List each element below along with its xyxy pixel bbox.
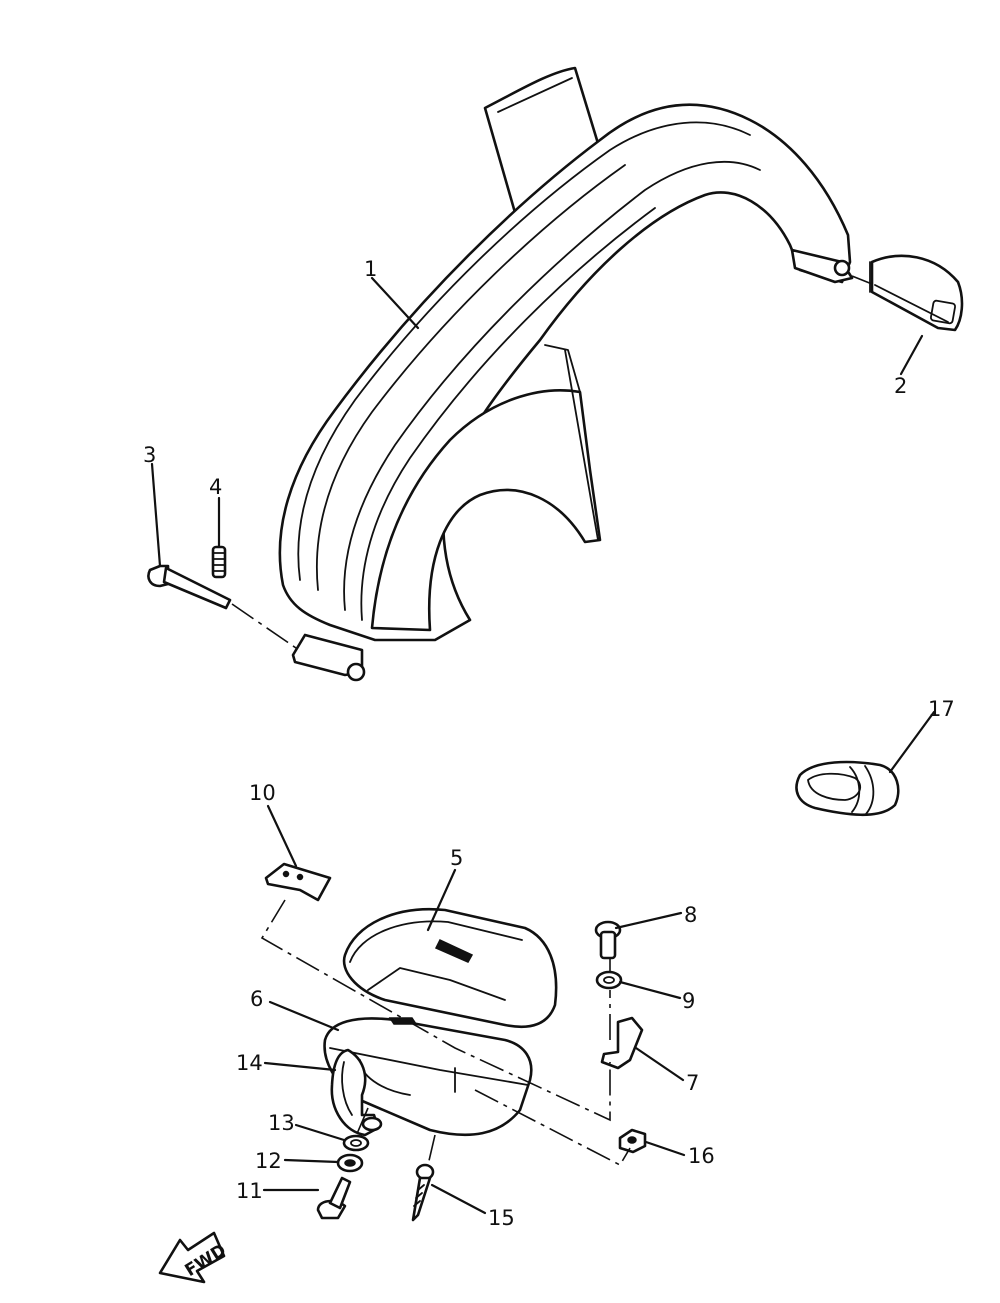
callout-13: 13 <box>268 1111 295 1135</box>
callout-1: 1 <box>364 257 377 281</box>
lock-washer-12 <box>336 1153 364 1173</box>
cover-side-panel <box>370 389 602 632</box>
rear-clip <box>869 254 964 332</box>
callout-14: 14 <box>236 1051 263 1075</box>
nut-16 <box>618 1128 647 1154</box>
callout-2: 2 <box>894 374 907 398</box>
forward-direction-arrow: FWD <box>158 1231 230 1284</box>
callout-7: 7 <box>686 1071 699 1095</box>
callout-4: 4 <box>209 475 222 499</box>
long-bolt <box>147 564 232 610</box>
chain-case-cover <box>278 66 854 682</box>
callout-12: 12 <box>255 1149 282 1173</box>
callout-17: 17 <box>928 697 955 721</box>
cover-front-grommet <box>346 662 366 682</box>
bolt-8 <box>594 920 622 960</box>
washer-9 <box>595 970 623 990</box>
callout-8: 8 <box>684 903 697 927</box>
clip-plate <box>264 862 332 902</box>
callout-11: 11 <box>236 1179 263 1203</box>
tapping-screw-15 <box>411 1163 435 1222</box>
callout-6: 6 <box>250 987 263 1011</box>
callout-3: 3 <box>143 443 156 467</box>
band-strap <box>330 1048 383 1137</box>
box-lid <box>342 907 558 1029</box>
callout-10: 10 <box>249 781 276 805</box>
screw-11 <box>316 1176 352 1220</box>
spring-collar <box>211 545 227 579</box>
callout-numbers: 1 2 3 4 5 6 7 8 9 10 11 12 13 14 15 16 1… <box>143 257 955 1230</box>
lid-emblem <box>434 939 474 963</box>
grommet-17 <box>795 760 900 817</box>
stay-bracket <box>600 1016 644 1070</box>
washer-13 <box>342 1134 370 1152</box>
assembly-lines <box>231 275 873 1167</box>
callout-16: 16 <box>688 1144 715 1168</box>
leader-lines <box>150 276 936 1215</box>
callout-9: 9 <box>682 989 695 1013</box>
callout-15: 15 <box>488 1206 515 1230</box>
cover-rear-grommet <box>833 259 851 277</box>
callout-5: 5 <box>450 846 463 870</box>
